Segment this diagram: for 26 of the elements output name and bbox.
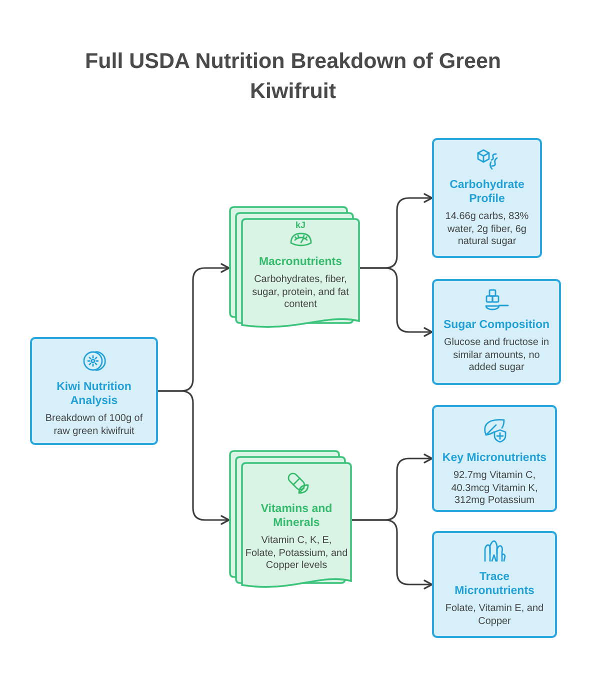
node-title: Macronutrients	[258, 255, 342, 269]
diagram-title: Full USDA Nutrition Breakdown of Green Kiwifruit	[84, 48, 502, 105]
process-box	[432, 405, 557, 512]
node-title: Carbohydrate Profile	[448, 178, 526, 206]
unit-label: kJ	[295, 220, 306, 230]
node-title: Kiwi Nutrition Analysis	[56, 380, 132, 408]
node-title: Trace Micronutrients	[454, 570, 536, 598]
node-description: 14.66g carbs, 83% water, 2g fiber, 6g natural sugar	[444, 211, 530, 248]
node-description: Glucose and fructose in similar amounts, no added sugar	[442, 337, 550, 374]
node-description: Vitamin C, K, E, Folate, Potassium, and Copper levels	[245, 535, 348, 572]
arrow	[360, 267, 433, 337]
node-description: Breakdown of 100g of raw green kiwifruit	[44, 413, 144, 438]
stacked-documents	[229, 450, 352, 590]
node-title: Sugar Composition	[443, 318, 550, 332]
node-title: Key Micronutrients	[442, 451, 547, 465]
arrow	[158, 390, 230, 525]
node-title: Vitamins and Minerals	[260, 502, 334, 530]
node-description: Carbohydrates, fiber, sugar, protein, and fat content	[251, 274, 350, 312]
process-box	[432, 138, 542, 258]
arrow	[352, 519, 433, 590]
stacked-documents	[229, 206, 360, 330]
process-box	[432, 531, 557, 638]
process-box	[432, 279, 561, 385]
node-description: Folate, Vitamin E, and Copper	[444, 603, 545, 628]
process-box	[30, 337, 158, 445]
node-description: 92.7mg Vitamin C, 40.3mcg Vitamin K, 312mg Potassium	[450, 470, 539, 508]
